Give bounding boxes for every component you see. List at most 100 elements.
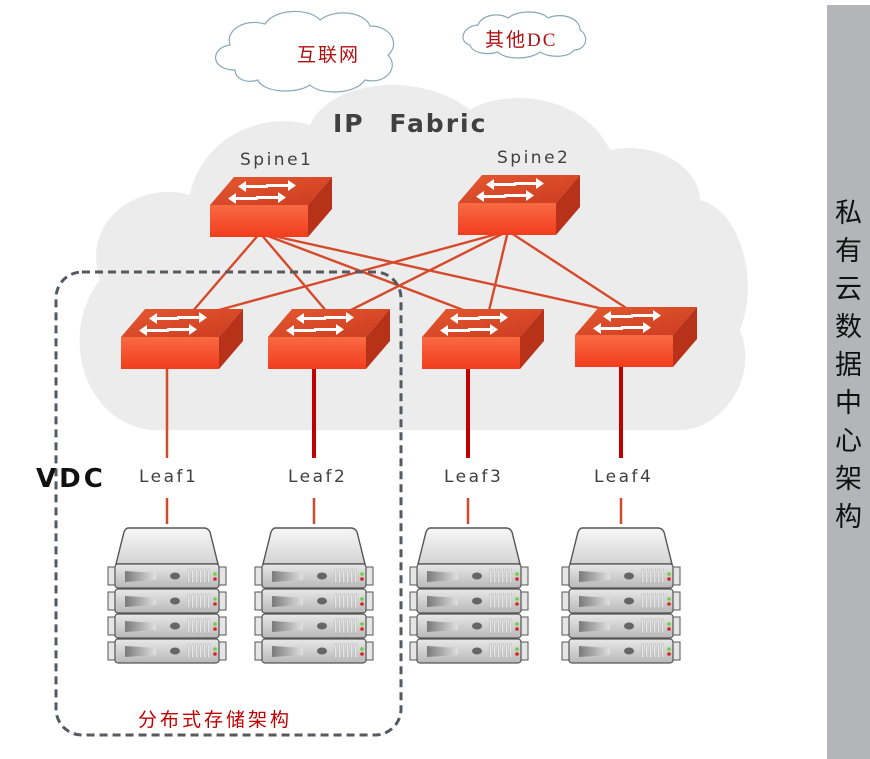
server-unit (561, 588, 681, 614)
other-dc-label: 其他DC (485, 30, 558, 51)
leaf2-label: Leaf2 (288, 467, 348, 487)
server-unit (254, 638, 374, 664)
sidebar-char: 云 (835, 274, 862, 305)
link-spine1-leaf2 (259, 232, 334, 320)
vdc-boundary (54, 270, 403, 737)
led-red (667, 652, 671, 656)
power-knob (624, 572, 634, 580)
vdc-label: VDC (36, 464, 106, 494)
drive-slot (427, 571, 458, 582)
power-knob (170, 622, 180, 630)
led-green (360, 572, 364, 576)
led-red (515, 602, 519, 606)
power-knob (317, 647, 327, 655)
led-green (213, 572, 217, 576)
leaf2-switch (268, 309, 390, 369)
led-red (213, 627, 217, 631)
led-green (515, 647, 519, 651)
power-knob (624, 647, 634, 655)
led-red (360, 602, 364, 606)
leaf1-label: Leaf1 (139, 467, 199, 487)
server-rack-leaf3 (409, 527, 529, 664)
ip-fabric-title: IP Fabric (333, 109, 488, 138)
sidebar-char: 有 (835, 236, 862, 267)
server-unit (409, 588, 529, 614)
server-top (262, 527, 366, 565)
sidebar-char: 架 (835, 464, 862, 495)
link-spine2-leaf3 (485, 230, 510, 320)
drive-slot (579, 571, 610, 582)
server-unit (561, 563, 681, 589)
power-knob (317, 597, 327, 605)
spine1-label: Spine1 (240, 150, 314, 170)
drive-slot (272, 596, 303, 607)
drive-slot (427, 646, 458, 657)
switch-front (422, 337, 520, 369)
link-spine1-leaf1 (185, 232, 261, 320)
power-knob (472, 647, 482, 655)
spine2-label: Spine2 (497, 148, 571, 168)
switch-side (520, 309, 544, 369)
drive-slot (272, 646, 303, 657)
switch-front (121, 337, 219, 369)
switch-arrows-icon (476, 178, 544, 202)
server-unit (107, 588, 227, 614)
led-green (667, 572, 671, 576)
led-green (213, 622, 217, 626)
internet-cloud (215, 10, 394, 93)
leaf4-label: Leaf4 (594, 467, 654, 487)
led-green (213, 647, 217, 651)
led-red (360, 652, 364, 656)
drive-slot (579, 596, 610, 607)
sidebar-char: 构 (835, 502, 862, 533)
server-unit (254, 563, 374, 589)
server-unit (561, 613, 681, 639)
led-red (515, 652, 519, 656)
server-rack-leaf1 (107, 527, 227, 664)
power-knob (624, 597, 634, 605)
led-green (515, 597, 519, 601)
drive-slot (579, 646, 610, 657)
led-green (360, 647, 364, 651)
leaf-server-links (165, 367, 623, 524)
power-knob (170, 647, 180, 655)
link-spine1-leaf4 (259, 231, 641, 319)
switch-front (575, 335, 673, 367)
spine1-switch (210, 177, 332, 237)
link-spine2-leaf2 (332, 229, 509, 321)
server-unit (107, 563, 227, 589)
drive-slot (427, 596, 458, 607)
led-red (213, 577, 217, 581)
switch-arrows-icon (139, 312, 207, 336)
link-spine2-leaf4 (507, 229, 641, 319)
power-knob (317, 572, 327, 580)
drive-slot (125, 621, 156, 632)
spine2-switch (458, 175, 580, 235)
led-green (360, 597, 364, 601)
led-red (360, 577, 364, 581)
server-unit (254, 588, 374, 614)
power-knob (472, 622, 482, 630)
storage-label: 分布式存储架构 (138, 710, 293, 731)
led-red (667, 602, 671, 606)
leaf3-label: Leaf3 (444, 467, 504, 487)
switch-arrows-icon (593, 310, 661, 334)
server-racks (107, 527, 681, 664)
drive-slot (125, 646, 156, 657)
server-unit (254, 613, 374, 639)
server-unit (409, 613, 529, 639)
drive-slot (125, 571, 156, 582)
drive-slot (272, 621, 303, 632)
switch-side (308, 177, 332, 237)
led-red (667, 627, 671, 631)
switch-side (556, 175, 580, 235)
switches (121, 175, 697, 369)
power-knob (317, 622, 327, 630)
led-red (213, 602, 217, 606)
switch-side (366, 309, 390, 369)
led-green (213, 597, 217, 601)
switch-side (673, 307, 697, 367)
server-unit (561, 638, 681, 664)
sidebar-char: 据 (835, 350, 862, 381)
